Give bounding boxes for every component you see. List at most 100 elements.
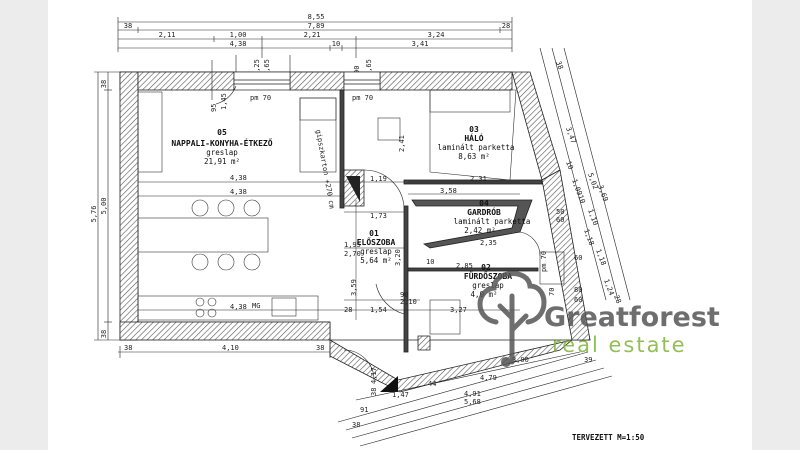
dim-seg-1: 2,11 [159, 31, 176, 39]
dim-38-vert: 38 [370, 388, 378, 396]
dim-28: 28 [344, 306, 352, 314]
dim-seg-6: 10 [332, 40, 340, 48]
dim-270: 2,70 [344, 250, 361, 258]
svg-text:21,91 m²: 21,91 m² [204, 157, 240, 166]
dim-bot-491: 4,91 [464, 390, 481, 398]
dim-10: 10 [426, 258, 434, 266]
svg-text:NAPPALI-KONYHA-ÉTKEZŐ: NAPPALI-KONYHA-ÉTKEZŐ [171, 137, 272, 148]
dim-241: 2,41 [398, 135, 406, 152]
dim-438-c: 4,38 [230, 303, 247, 311]
dim-top-right: 28 [502, 22, 510, 30]
interior-dimension-lines [138, 181, 520, 320]
dim-seg-2: 1,00 [230, 31, 247, 39]
room-label-wardrobe: 04 GARDRÓB laminált parketta 2,42 m² [454, 199, 531, 235]
dim-70: 70 [548, 288, 556, 296]
stair-shadow [346, 176, 360, 202]
dim-diag-10: 10 [564, 160, 574, 171]
dim-diag-28: 28 [612, 294, 622, 305]
dim-90: 90 [400, 291, 408, 299]
dim-50: 50 [556, 208, 564, 216]
dim-window-1a: 1,25 [253, 59, 261, 76]
dim-bot-91: 91 [360, 406, 368, 414]
dim-seg-5: 4,38 [230, 40, 247, 48]
svg-text:laminált parketta: laminált parketta [454, 217, 531, 226]
dim-bottom-410: 4,10 [222, 344, 239, 352]
room-label-living: 05 NAPPALI-KONYHA-ÉTKEZŐ greslap 21,91 m… [171, 128, 272, 166]
svg-text:GARDRÓB: GARDRÓB [467, 206, 501, 217]
dim-327: 3,27 [450, 306, 467, 314]
scale-note: TERVEZETT M=1:50 [572, 433, 645, 442]
dim-438-a: 4,38 [230, 174, 247, 182]
drawing-sheet: 8,55 38 7,89 28 2,11 1,00 2,21 3,24 4,38… [48, 0, 752, 450]
dim-119: 1,19 [370, 175, 387, 183]
window-1-label: pm 70 [250, 94, 271, 102]
dim-320: 3,20 [394, 249, 402, 266]
dim-window-1b: 1,65 [263, 59, 271, 76]
svg-text:Greatforest: Greatforest [544, 302, 720, 333]
dim-diag-38: 38 [554, 60, 564, 71]
washer-label: MG [252, 302, 260, 310]
tree-icon [477, 271, 547, 367]
windows [233, 71, 381, 91]
drywall-note: gipszkarton +270 cm [314, 129, 336, 209]
dim-bot-147: 1,47 [392, 391, 409, 399]
dim-210: 2,10 [400, 298, 417, 306]
svg-text:04: 04 [479, 199, 489, 208]
svg-text:FÜRDŐSZOBA: FÜRDŐSZOBA [464, 271, 512, 281]
dim-bottom-38-b: 38 [316, 344, 324, 352]
dim-diag-118: 1,18 [582, 228, 595, 247]
greatforest-logo: Greatforest real estate [477, 271, 720, 367]
svg-text:03: 03 [469, 125, 479, 134]
svg-text:greslap: greslap [360, 247, 392, 256]
dim-left-bottom: 38 [100, 330, 108, 338]
outer-walls [119, 71, 591, 393]
svg-text:greslap: greslap [472, 281, 504, 290]
dim-154: 1,54 [370, 306, 387, 314]
svg-text:HÁLÓ: HÁLÓ [464, 132, 483, 143]
dim-seg-4: 3,24 [428, 31, 445, 39]
dim-417: 4,17 [370, 367, 378, 384]
dim-285: 2,85 [456, 262, 473, 270]
svg-text:01: 01 [369, 229, 379, 238]
dim-bot-38: 38 [352, 421, 360, 429]
dim-seg-7: 3,41 [412, 40, 429, 48]
dim-95: 95 [210, 104, 218, 112]
window-2-label: pm 70 [352, 94, 373, 102]
dim-window-2a: 90 [353, 66, 361, 74]
dim-358: 3,58 [440, 187, 457, 195]
floor-plan: 8,55 38 7,89 28 2,11 1,00 2,21 3,24 4,38… [90, 13, 720, 447]
dim-inner-width: 7,89 [308, 22, 325, 30]
svg-text:5,64 m²: 5,64 m² [360, 256, 392, 265]
dim-diag-118-b: 1,18 [594, 248, 607, 267]
svg-text:laminált parketta: laminált parketta [438, 143, 515, 152]
svg-text:8,63 m²: 8,63 m² [458, 152, 490, 161]
svg-text:2,42 m²: 2,42 m² [464, 226, 496, 235]
dim-438-b: 4,38 [230, 188, 247, 196]
furniture [137, 89, 565, 335]
dim-60-a: 60 [556, 216, 564, 224]
svg-text:05: 05 [217, 128, 227, 137]
dim-seg-3: 2,21 [304, 31, 321, 39]
dim-diag-110: 1,10 [586, 208, 599, 227]
dim-bot-44: 44 [428, 380, 436, 388]
dim-bot-479: 4,79 [480, 374, 497, 382]
dim-235: 2,35 [480, 239, 497, 247]
dim-total-height: 5,76 [90, 206, 98, 223]
svg-text:greslap: greslap [206, 148, 238, 157]
dim-left-top: 38 [100, 80, 108, 88]
dim-80: 80 [574, 286, 582, 294]
svg-text:real estate: real estate [552, 333, 687, 357]
dim-60-c: 60 [574, 296, 582, 304]
dim-231: 2,31 [470, 175, 487, 183]
dim-145: 1,45 [220, 93, 228, 110]
dim-60-b: 60 [574, 254, 582, 262]
dim-bot-300: 3,00 [512, 356, 529, 364]
svg-text:ELŐSZOBA: ELŐSZOBA [357, 237, 396, 247]
dim-window-2b: 1,65 [365, 59, 373, 76]
dim-359: 3,59 [350, 279, 358, 296]
entry-arrow [380, 376, 398, 392]
dim-inner-height: 5,00 [100, 198, 108, 215]
dim-top-left: 38 [124, 22, 132, 30]
dim-195: 1,95 [344, 241, 361, 249]
